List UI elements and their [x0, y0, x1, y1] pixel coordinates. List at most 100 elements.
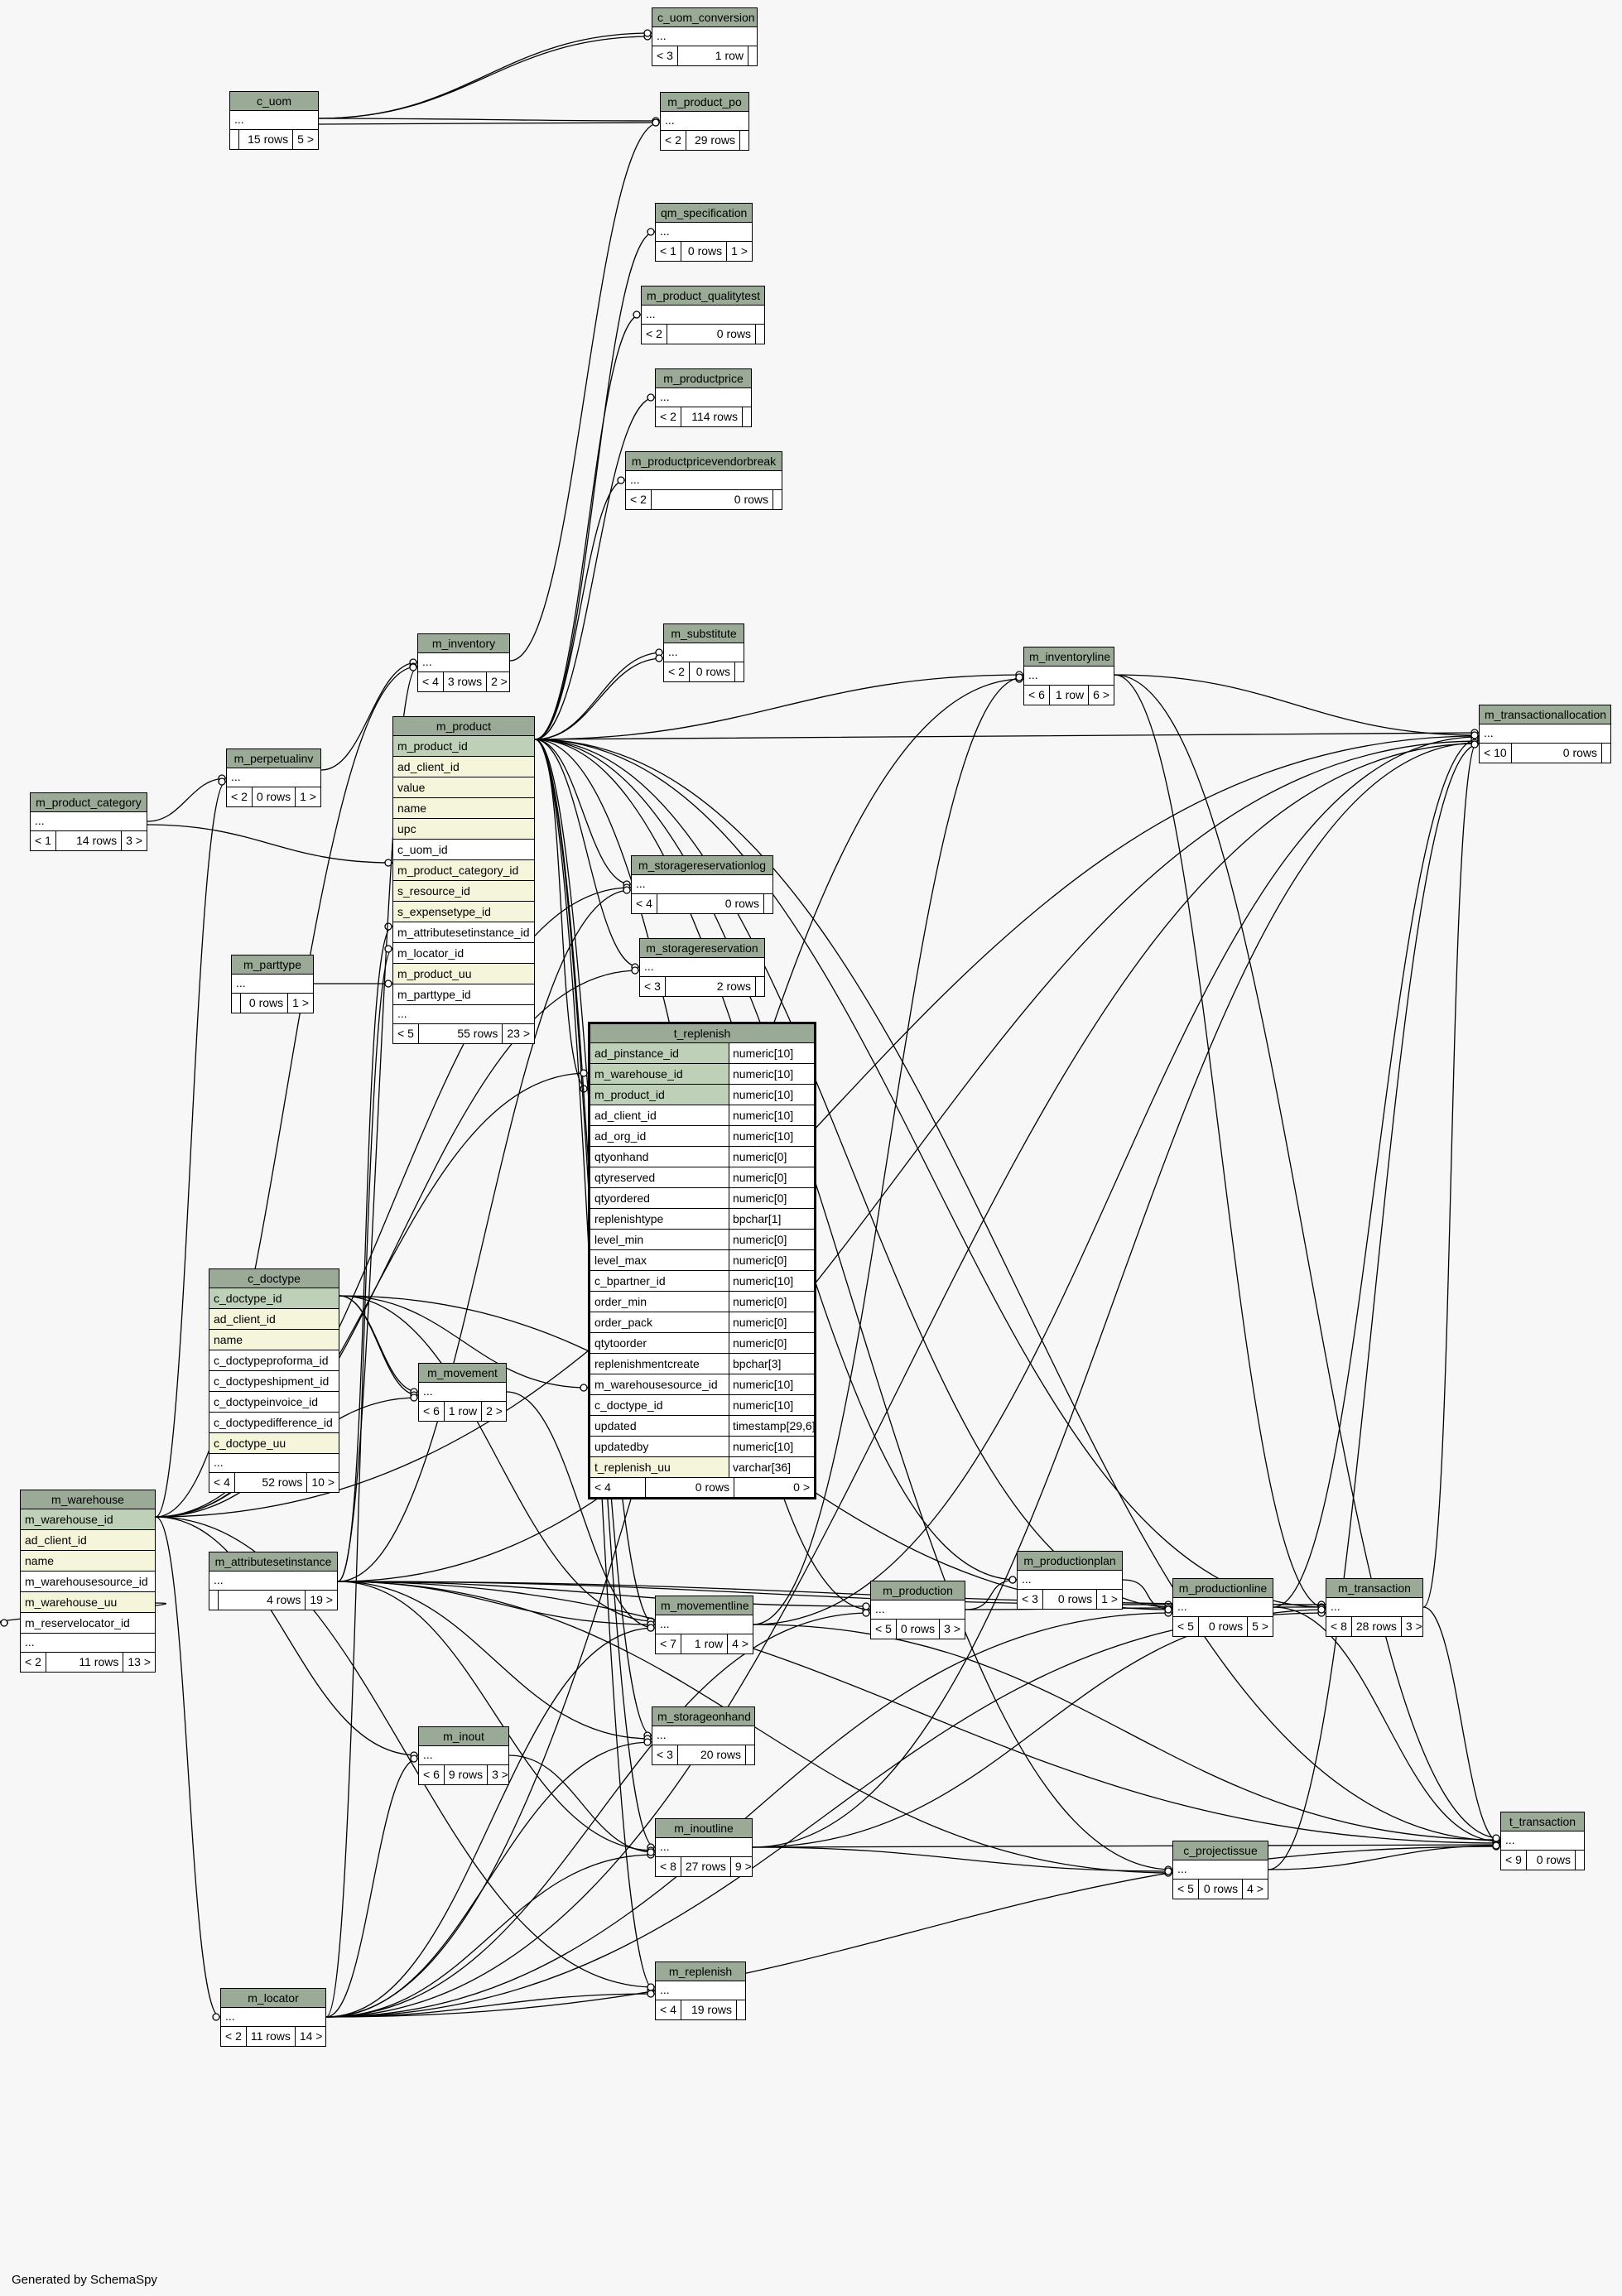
- children-count[interactable]: 5 >: [297, 132, 314, 146]
- children-count[interactable]: [1602, 744, 1610, 763]
- column-row[interactable]: upc: [393, 819, 534, 840]
- table-title[interactable]: t_transaction: [1501, 1812, 1584, 1832]
- table-title[interactable]: m_inventory: [418, 634, 509, 653]
- column-row[interactable]: c_doctypedifference_id: [209, 1413, 339, 1433]
- parents-count[interactable]: < 8: [656, 1857, 681, 1876]
- table-title[interactable]: c_doctype: [209, 1269, 339, 1288]
- column-row[interactable]: m_product_uu: [393, 964, 534, 984]
- parents-count[interactable]: < 4: [209, 1473, 235, 1492]
- parents-count[interactable]: < 5: [393, 1024, 419, 1043]
- column-row[interactable]: c_doctypeshipment_id: [209, 1371, 339, 1392]
- children-count[interactable]: [743, 407, 751, 426]
- children-count[interactable]: [756, 325, 764, 344]
- table-title[interactable]: m_movementline: [656, 1596, 753, 1615]
- table-title[interactable]: t_replenish: [590, 1024, 814, 1043]
- children-count[interactable]: [748, 46, 757, 65]
- children-count[interactable]: 3 >: [126, 834, 142, 847]
- table-title[interactable]: m_production: [871, 1581, 965, 1600]
- children-count[interactable]: [737, 2000, 745, 2019]
- table-title[interactable]: c_uom: [230, 92, 318, 111]
- children-count[interactable]: 2 >: [486, 1404, 503, 1418]
- column-row[interactable]: name: [209, 1330, 339, 1350]
- children-count[interactable]: 3 >: [1405, 1620, 1422, 1633]
- children-count[interactable]: 3 >: [492, 1768, 508, 1781]
- parents-count[interactable]: < 5: [1173, 1617, 1199, 1636]
- column-row[interactable]: m_reservelocator_id: [21, 1613, 155, 1634]
- parents-count[interactable]: < 3: [640, 977, 666, 996]
- parents-count[interactable]: < 6: [419, 1765, 445, 1784]
- column-row[interactable]: m_product_category_id: [393, 860, 534, 881]
- children-count[interactable]: 23 >: [507, 1027, 530, 1040]
- column-row[interactable]: c_doctypeinvoice_id: [209, 1392, 339, 1413]
- table-title[interactable]: m_attributesetinstance: [209, 1552, 337, 1572]
- children-count[interactable]: 2 >: [491, 675, 508, 688]
- children-count[interactable]: 0 >: [793, 1480, 810, 1494]
- parents-count[interactable]: < 4: [590, 1478, 646, 1497]
- children-count[interactable]: 6 >: [1093, 688, 1109, 701]
- column-row[interactable]: m_attributesetinstance_id: [393, 922, 534, 943]
- parents-count[interactable]: < 3: [1018, 1590, 1043, 1609]
- children-count[interactable]: [735, 662, 744, 681]
- table-title[interactable]: m_productpricevendorbreak: [626, 452, 782, 471]
- table-title[interactable]: m_storageonhand: [652, 1707, 754, 1726]
- column-row[interactable]: c_doctype_id: [209, 1288, 339, 1309]
- children-count[interactable]: 19 >: [310, 1593, 333, 1606]
- column-row[interactable]: m_product_id: [393, 736, 534, 757]
- table-title[interactable]: m_warehouse: [21, 1490, 155, 1509]
- column-row[interactable]: c_doctypeproforma_id: [209, 1350, 339, 1371]
- children-count[interactable]: 10 >: [311, 1475, 335, 1489]
- parents-count[interactable]: [232, 994, 241, 1013]
- column-row[interactable]: name: [393, 798, 534, 819]
- table-title[interactable]: c_projectissue: [1173, 1841, 1268, 1860]
- column-row[interactable]: s_resource_id: [393, 881, 534, 902]
- parents-count[interactable]: < 2: [661, 131, 686, 150]
- parents-count[interactable]: < 2: [221, 2027, 247, 2046]
- column-row[interactable]: ad_client_id: [393, 757, 534, 777]
- parents-count[interactable]: < 2: [642, 325, 667, 344]
- children-count[interactable]: 5 >: [1252, 1620, 1268, 1633]
- parents-count[interactable]: < 1: [31, 831, 56, 850]
- children-count[interactable]: [746, 1745, 754, 1764]
- children-count[interactable]: 1 >: [731, 244, 748, 258]
- children-count[interactable]: [756, 977, 764, 996]
- parents-count[interactable]: < 7: [656, 1634, 681, 1653]
- children-count[interactable]: 9 >: [734, 1860, 752, 1873]
- parents-count[interactable]: [209, 1591, 219, 1610]
- children-count[interactable]: 4 >: [1247, 1882, 1263, 1895]
- column-row[interactable]: c_doctype_uu: [209, 1433, 339, 1454]
- table-title[interactable]: m_locator: [221, 1989, 325, 2008]
- table-title[interactable]: m_product_qualitytest: [642, 286, 764, 306]
